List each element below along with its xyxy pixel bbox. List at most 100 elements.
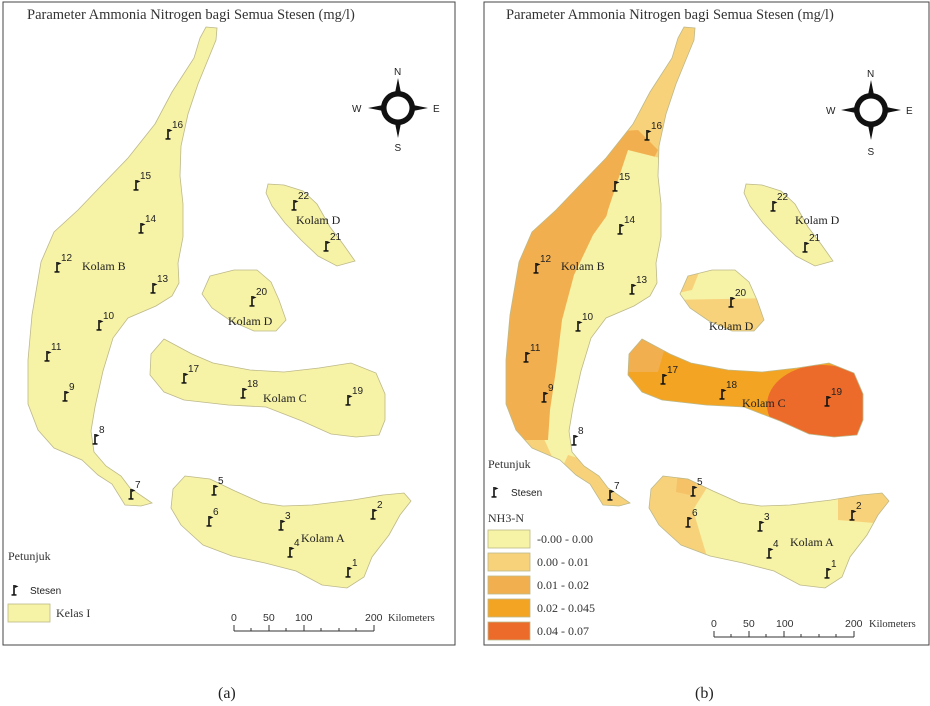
legend-a-title: Petunjuk <box>8 549 51 563</box>
scale-b-tick-200: 200 <box>845 618 863 630</box>
station-label: 9 <box>69 382 75 393</box>
legend-b-class-label: 0.02 - 0.045 <box>537 601 595 615</box>
station-label: 5 <box>697 477 703 488</box>
kolam-a-label-b: Kolam A <box>790 535 834 549</box>
panel-a-title: Parameter Ammonia Nitrogen bagi Semua St… <box>27 7 355 23</box>
station-label: 22 <box>777 192 789 203</box>
compass-rose-b: N S W E <box>826 69 913 158</box>
station-label: 8 <box>578 426 584 437</box>
station-label: 14 <box>624 215 636 226</box>
legend-a: Petunjuk Stesen Kelas I <box>7 549 90 623</box>
kolam-d-upper-label: Kolam D <box>296 213 341 227</box>
station-label: 15 <box>619 172 631 183</box>
legend-b: Petunjuk Stesen NH3-N -0.00 - 0.00 0.00 -… <box>487 457 595 641</box>
station-label: 12 <box>61 253 73 264</box>
scale-a-tick-200: 200 <box>365 612 383 624</box>
scale-b-tick-100: 100 <box>776 618 794 630</box>
legend-b-class-label: -0.00 - 0.00 <box>537 532 593 546</box>
compass-w-b: W <box>826 106 836 117</box>
map-panel-b: Parameter Ammonia Nitrogen bagi Semua St… <box>483 1 930 646</box>
station-label: 11 <box>530 343 541 354</box>
station-label: 10 <box>582 312 594 323</box>
kolam-c-label-b: Kolam C <box>742 396 786 410</box>
station-label: 14 <box>145 214 157 225</box>
station-label: 10 <box>103 311 115 322</box>
station-label: 20 <box>256 287 268 298</box>
pond-labels-a: Kolam B Kolam D Kolam D Kolam C Kolam A <box>82 213 345 545</box>
station-label: 16 <box>172 120 184 131</box>
scale-a-unit: Kilometers <box>388 613 435 624</box>
station-label: 13 <box>157 274 169 285</box>
pond-labels-b: Kolam B Kolam D Kolam D Kolam C Kolam A <box>561 213 840 549</box>
compass-n-a: N <box>394 67 401 78</box>
kolam-b-label: Kolam B <box>82 259 126 273</box>
station-label: 18 <box>247 379 259 390</box>
station-label: 11 <box>51 342 62 353</box>
station-label: 21 <box>330 232 342 243</box>
station-label: 22 <box>298 191 310 202</box>
compass-rose-a: N S W E <box>352 67 440 154</box>
compass-s-a: S <box>395 143 402 154</box>
scale-a-tick-50: 50 <box>263 612 275 624</box>
compass-e-a: E <box>433 104 440 115</box>
kolam-a-label: Kolam A <box>301 531 345 545</box>
station-label: 2 <box>377 500 383 511</box>
station-label: 19 <box>352 386 364 397</box>
station-label: 20 <box>735 288 747 299</box>
legend-b-class-label: 0.01 - 0.02 <box>537 578 589 592</box>
station-label: 12 <box>540 254 552 265</box>
legend-b-swatch <box>487 552 531 572</box>
legend-b-class-label: 0.04 - 0.07 <box>537 624 589 638</box>
station-label: 15 <box>140 171 152 182</box>
legend-b-param-title: NH3-N <box>488 511 524 525</box>
station-label: 7 <box>135 480 141 491</box>
kolam-d-lower-label: Kolam D <box>228 314 273 328</box>
legend-b-classes: -0.00 - 0.00 0.00 - 0.01 0.01 - 0.02 0.02 -… <box>487 529 595 641</box>
legend-b-swatch <box>487 598 531 618</box>
legend-a-swatch-kelas-1 <box>7 603 51 623</box>
station-label: 16 <box>651 121 663 132</box>
legend-b-swatch <box>487 575 531 595</box>
scale-a-tick-100: 100 <box>295 612 313 624</box>
station-label: 1 <box>352 558 358 569</box>
kolam-c-label: Kolam C <box>263 391 307 405</box>
legend-b-station-label: Stesen <box>511 488 542 499</box>
station-label: 5 <box>218 476 224 487</box>
legend-b-swatch <box>487 621 531 641</box>
station-label: 3 <box>285 511 291 522</box>
kolam-d-lower-label-b: Kolam D <box>709 319 754 333</box>
scale-bar-b: 0 50 100 200 Kilometers <box>711 618 916 638</box>
station-label: 13 <box>636 275 648 286</box>
station-label: 17 <box>667 365 679 376</box>
legend-a-station-label: Stesen <box>30 586 61 597</box>
kolam-b-label-b: Kolam B <box>561 259 605 273</box>
scale-b-unit: Kilometers <box>869 619 916 630</box>
station-label: 19 <box>831 387 843 398</box>
station-label: 8 <box>99 425 105 436</box>
panel-b-title: Parameter Ammonia Nitrogen bagi Semua St… <box>506 7 834 23</box>
scale-b-tick-0: 0 <box>711 618 717 630</box>
station-label: 7 <box>614 481 620 492</box>
station-label: 9 <box>548 383 554 394</box>
station-label: 17 <box>188 364 200 375</box>
kolam-d-upper-label-b: Kolam D <box>795 213 840 227</box>
legend-b-swatch <box>487 529 531 549</box>
station-label: 2 <box>856 501 862 512</box>
compass-s-b: S <box>868 147 875 158</box>
station-label: 3 <box>764 512 770 523</box>
station-label: 4 <box>294 538 300 549</box>
caption-b: (b) <box>695 685 714 702</box>
caption-a: (a) <box>218 685 236 702</box>
station-label: 21 <box>809 233 821 244</box>
scale-b-tick-50: 50 <box>743 618 755 630</box>
legend-b-title: Petunjuk <box>488 457 531 471</box>
station-label: 6 <box>692 508 698 519</box>
station-label: 1 <box>831 559 837 570</box>
compass-w-a: W <box>352 104 362 115</box>
scale-bar-a: 0 50 100 200 Kilometers <box>231 612 435 632</box>
map-panel-a: Parameter Ammonia Nitrogen bagi Semua St… <box>2 1 456 646</box>
legend-b-class-label: 0.00 - 0.01 <box>537 555 589 569</box>
